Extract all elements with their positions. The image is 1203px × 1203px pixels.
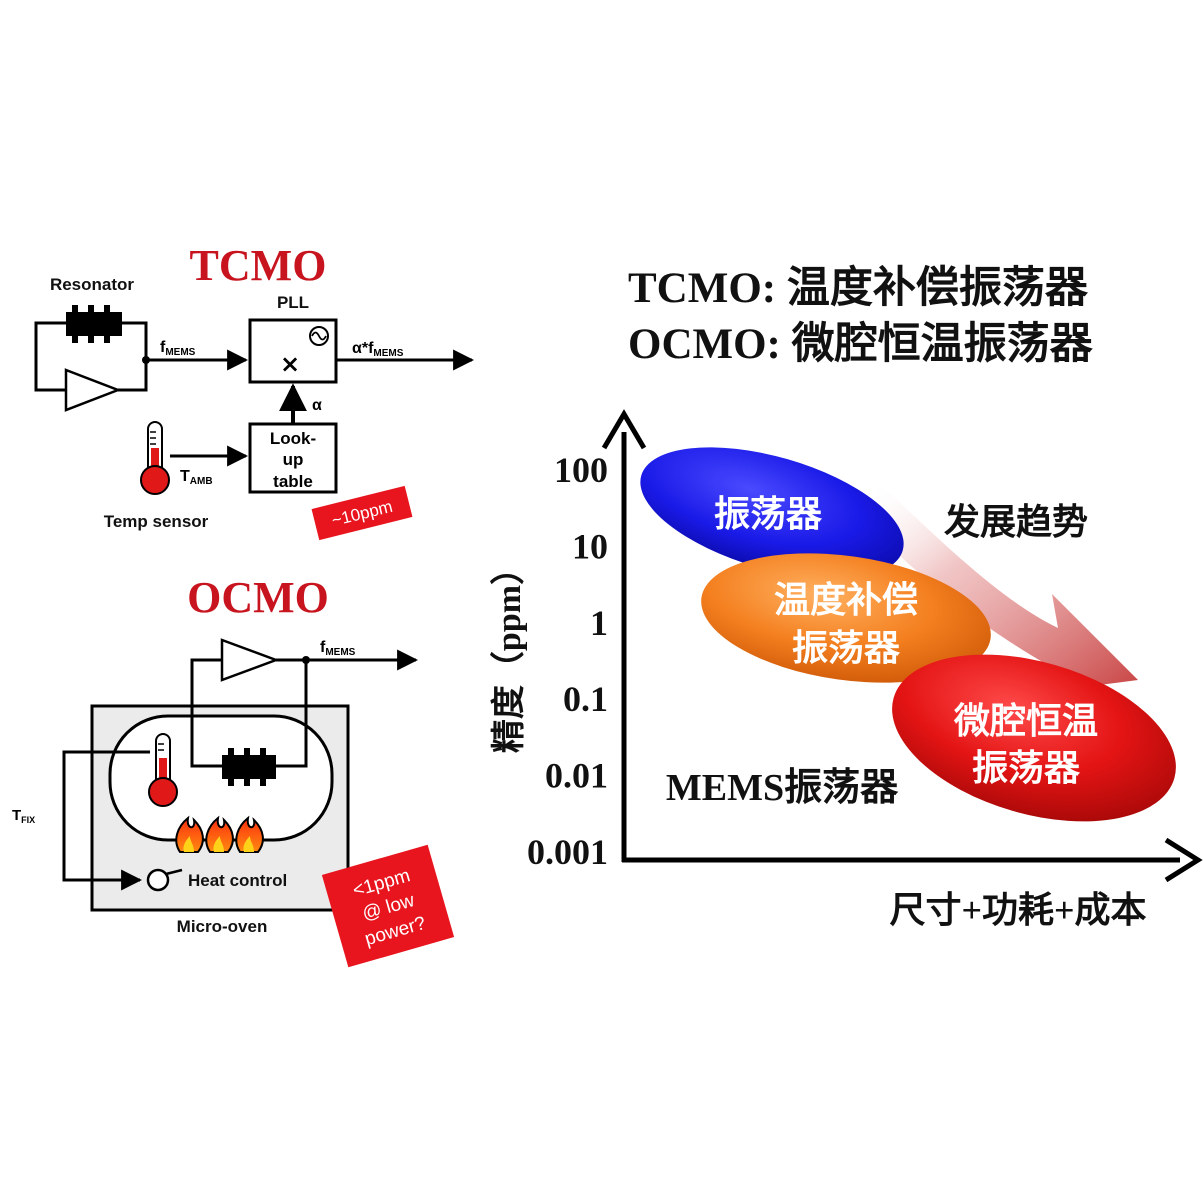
svg-text:微腔恒温: 微腔恒温	[953, 701, 1098, 741]
y-tick-label: 0.1	[563, 679, 608, 719]
lookup-table-box	[248, 422, 338, 494]
flame-icon	[175, 815, 264, 853]
tamb-label: TAMB	[180, 468, 213, 487]
legend-line-ocmo: OCMO: 微腔恒温振荡器	[628, 320, 1094, 368]
y-tick-label: 1	[590, 603, 608, 643]
tcmo-accuracy-badge: ~10ppm	[311, 485, 413, 541]
trend-arrow	[868, 484, 1138, 694]
heat-control-icon	[146, 868, 183, 892]
y-tick-label: 0.01	[545, 756, 608, 796]
output-label: α*fMEMS	[352, 340, 404, 359]
fmems-label: fMEMS	[160, 339, 196, 358]
tcmo-title: TCMO	[190, 241, 327, 290]
temp-sensor-label: Temp sensor	[104, 512, 209, 531]
trend-label: 发展趋势	[944, 502, 1088, 542]
ocmo-accuracy-badge: <1ppm @ low power?	[321, 844, 455, 968]
svg-text:温度补偿: 温度补偿	[774, 580, 918, 620]
mems-oscillator-label: MEMS振荡器	[666, 767, 899, 809]
ocmo-fmems-label: fMEMS	[320, 639, 356, 658]
tcmo-resonator-icon	[66, 305, 122, 343]
ocmo-amplifier-icon	[220, 638, 280, 682]
y-tick-labels: 100 10 1 0.1 0.01 0.001	[527, 450, 608, 872]
ocmo-oscillator-loop	[190, 658, 308, 768]
micro-oven-label: Micro-oven	[177, 917, 268, 936]
svg-text:振荡器: 振荡器	[792, 628, 901, 668]
thermometer-icon	[148, 733, 178, 807]
lut-line2: up	[283, 450, 304, 469]
heat-control-label: Heat control	[188, 871, 287, 890]
x-axis-arrowhead	[1164, 837, 1203, 883]
y-tick-label: 10	[572, 526, 608, 566]
ellipse-tcmo: 温度补偿 振荡器	[701, 553, 991, 683]
resonator-label: Resonator	[50, 275, 134, 294]
thermometer-icon	[140, 421, 170, 495]
lut-line1: Look-	[270, 429, 316, 448]
sine-source-icon	[309, 326, 329, 346]
chart-axes	[621, 432, 1180, 863]
lut-line3: table	[273, 472, 313, 491]
alpha-label: α	[312, 397, 322, 414]
tcmo-amplifier-icon	[64, 368, 122, 412]
ellipse-ocmo: 微腔恒温 振荡器	[892, 654, 1176, 822]
ocmo-resonator-icon	[222, 748, 276, 786]
legend-line-tcmo: TCMO: 温度补偿振荡器	[628, 264, 1089, 312]
svg-text:振荡器: 振荡器	[972, 748, 1081, 788]
y-axis-label: 精度（ppm）	[489, 551, 528, 753]
ellipse-oscillator: 振荡器	[640, 447, 904, 579]
y-axis-arrowhead	[601, 409, 647, 450]
pll-label: PLL	[277, 293, 309, 312]
x-axis-label: 尺寸+功耗+成本	[889, 890, 1146, 930]
svg-text:振荡器: 振荡器	[714, 494, 823, 534]
y-tick-label: 0.001	[527, 832, 608, 872]
y-tick-label: 100	[554, 450, 608, 490]
tfix-label: TFIX	[12, 807, 35, 825]
oven-chamber	[108, 714, 334, 842]
multiply-icon: ×	[280, 350, 300, 378]
ocmo-title: OCMO	[187, 573, 329, 622]
tfix-path	[62, 750, 150, 891]
